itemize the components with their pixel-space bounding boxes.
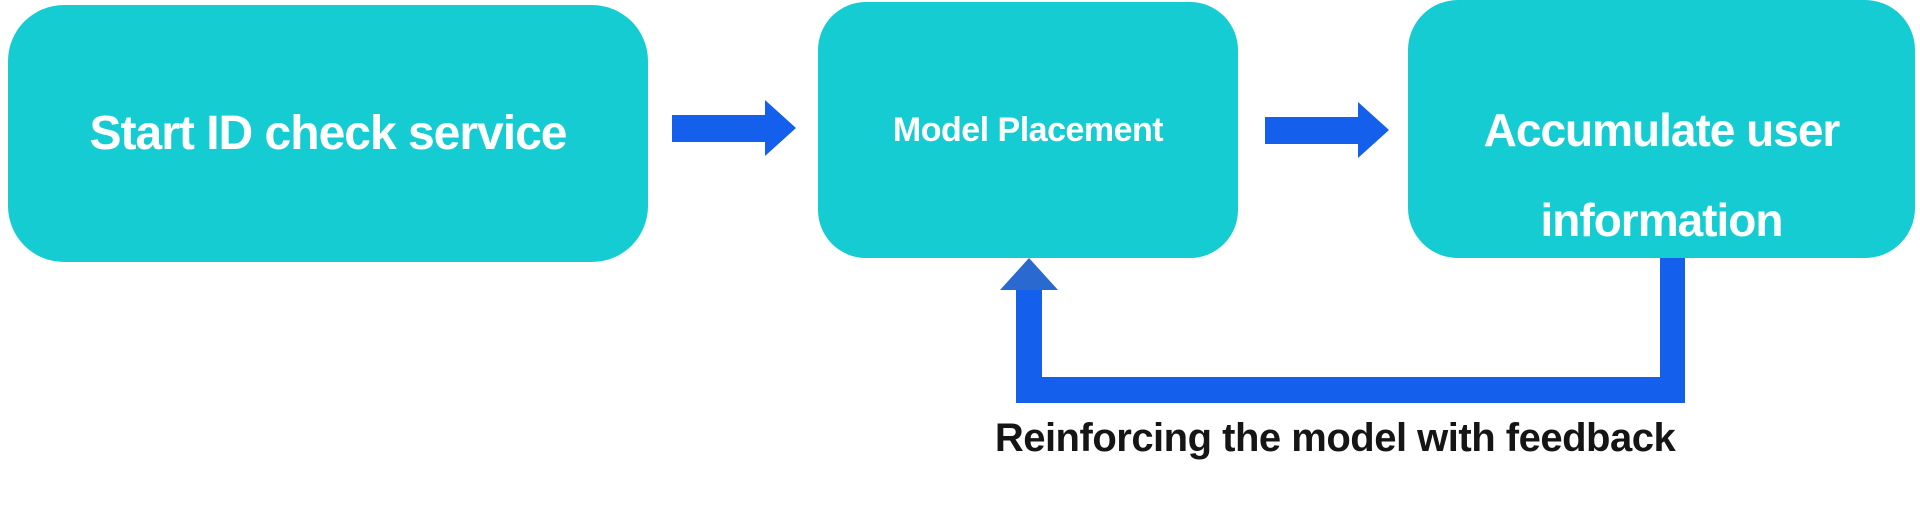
feedback-loop-horizontal-segment xyxy=(1016,377,1685,403)
arrow-right-icon xyxy=(672,100,796,156)
feedback-arrow-up-icon xyxy=(1000,258,1058,290)
node-accumulate-user-information: Accumulate user information xyxy=(1408,0,1915,258)
node-label: Start ID check service xyxy=(89,107,568,160)
node-label: Model Placement xyxy=(892,110,1164,149)
feedback-loop-up-segment xyxy=(1016,284,1042,379)
node-model-placement: Model Placement xyxy=(818,2,1238,258)
node-start-id-check-service: Start ID check service xyxy=(8,5,648,262)
arrow-head xyxy=(1358,102,1389,158)
node-label-line1: Accumulate user xyxy=(1483,104,1841,156)
feedback-caption: Reinforcing the model with feedback xyxy=(994,416,1676,460)
arrow-shaft xyxy=(672,115,766,142)
node-label-line2: information xyxy=(1540,194,1784,246)
arrow-head xyxy=(765,100,796,156)
arrow-right-icon xyxy=(1265,102,1389,158)
arrow-shaft xyxy=(1265,117,1359,144)
